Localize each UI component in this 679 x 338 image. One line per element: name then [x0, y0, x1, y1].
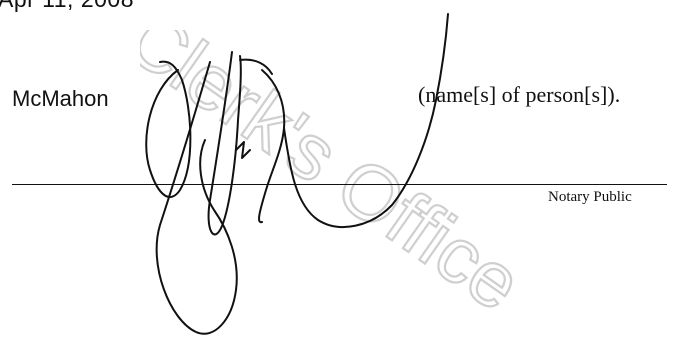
date-text: Apr 11, 2008	[0, 0, 134, 13]
signature-hook	[239, 58, 273, 75]
notary-public-label: Notary Public	[548, 189, 632, 205]
signature-stroke-right	[258, 69, 286, 224]
signature-mark	[235, 141, 251, 159]
signature-descender	[155, 61, 238, 335]
clerks-office-watermark: Clerk's Office	[140, 30, 539, 320]
watermark-text: Clerk's Office	[140, 30, 537, 320]
signature-loop-left	[145, 60, 192, 198]
signature-tail	[283, 13, 449, 228]
signature-stroke-middle	[207, 51, 242, 236]
signature-line	[12, 184, 667, 185]
signer-name: McMahon	[12, 86, 109, 111]
persons-caption: (name[s] of person[s]).	[418, 82, 621, 107]
